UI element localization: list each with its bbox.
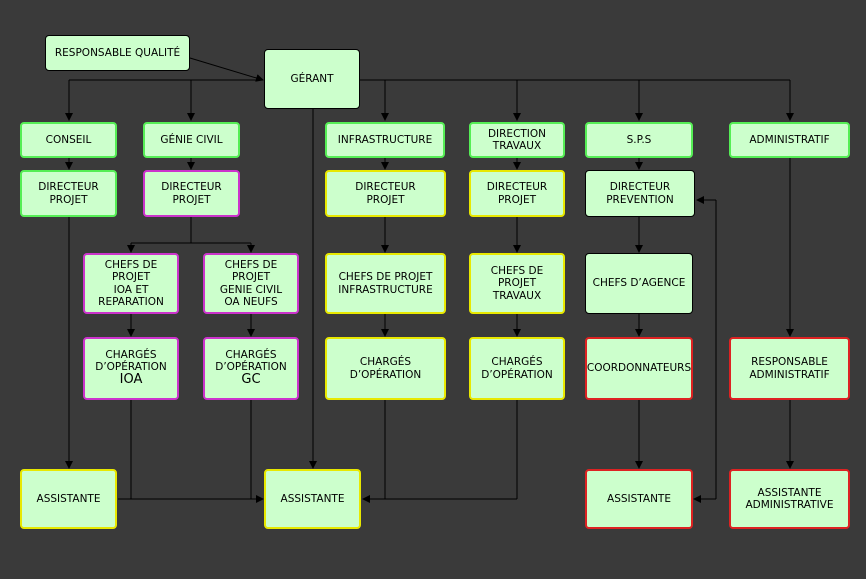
gerant-box: GÉRANT xyxy=(264,49,360,109)
chefs-agence-box: CHEFS D’AGENCE xyxy=(585,253,693,314)
directeur-projet-conseil-box: DIRECTEUR PROJET xyxy=(20,170,117,217)
sps-box: S.P.S xyxy=(585,122,693,158)
genie-civil-box: GÉNIE CIVIL xyxy=(143,122,240,158)
charges-operation-label: CHARGÉS D’OPÉRATION xyxy=(95,348,167,374)
responsable-administratif-box: RESPONSABLE ADMINISTRATIF xyxy=(729,337,850,400)
chefs-projet-genie-civil-box: CHEFS DE PROJET GENIE CIVIL OA NEUFS xyxy=(203,253,299,314)
coordonnateurs-box: COORDONNATEURS xyxy=(585,337,693,400)
administratif-box: ADMINISTRATIF xyxy=(729,122,850,158)
directeur-projet-genie-civil-box: DIRECTEUR PROJET xyxy=(143,170,240,217)
chefs-projet-infrastructure-box: CHEFS DE PROJET INFRASTRUCTURE xyxy=(325,253,446,314)
charges-operation-ioa-box: CHARGÉS D’OPÉRATION IOA xyxy=(83,337,179,400)
chefs-projet-travaux-box: CHEFS DE PROJET TRAVAUX xyxy=(469,253,565,314)
charges-operation-infrastructure-box: CHARGÉS D’OPÉRATION xyxy=(325,337,446,400)
directeur-prevention-box: DIRECTEUR PREVENTION xyxy=(585,170,695,217)
assistante-administrative-box: ASSISTANTE ADMINISTRATIVE xyxy=(729,469,850,529)
chefs-projet-ioa-box: CHEFS DE PROJET IOA ET REPARATION xyxy=(83,253,179,314)
responsable-qualite-box: RESPONSABLE QUALITÉ xyxy=(45,35,190,71)
charges-operation-ioa-label: IOA xyxy=(119,372,143,388)
infrastructure-box: INFRASTRUCTURE xyxy=(325,122,445,158)
conseil-box: CONSEIL xyxy=(20,122,117,158)
charges-operation-gc-label: GC xyxy=(241,372,261,388)
directeur-projet-infrastructure-box: DIRECTEUR PROJET xyxy=(325,170,446,217)
charges-operation-gc-box: CHARGÉS D’OPÉRATION GC xyxy=(203,337,299,400)
assistante-sps-box: ASSISTANTE xyxy=(585,469,693,529)
direction-travaux-box: DIRECTION TRAVAUX xyxy=(469,122,565,158)
charges-operation-travaux-box: CHARGÉS D’OPÉRATION xyxy=(469,337,565,400)
assistante-conseil-box: ASSISTANTE xyxy=(20,469,117,529)
charges-operation-label: CHARGÉS D’OPÉRATION xyxy=(215,348,287,374)
directeur-projet-travaux-box: DIRECTEUR PROJET xyxy=(469,170,565,217)
assistante-centrale-box: ASSISTANTE xyxy=(264,469,361,529)
